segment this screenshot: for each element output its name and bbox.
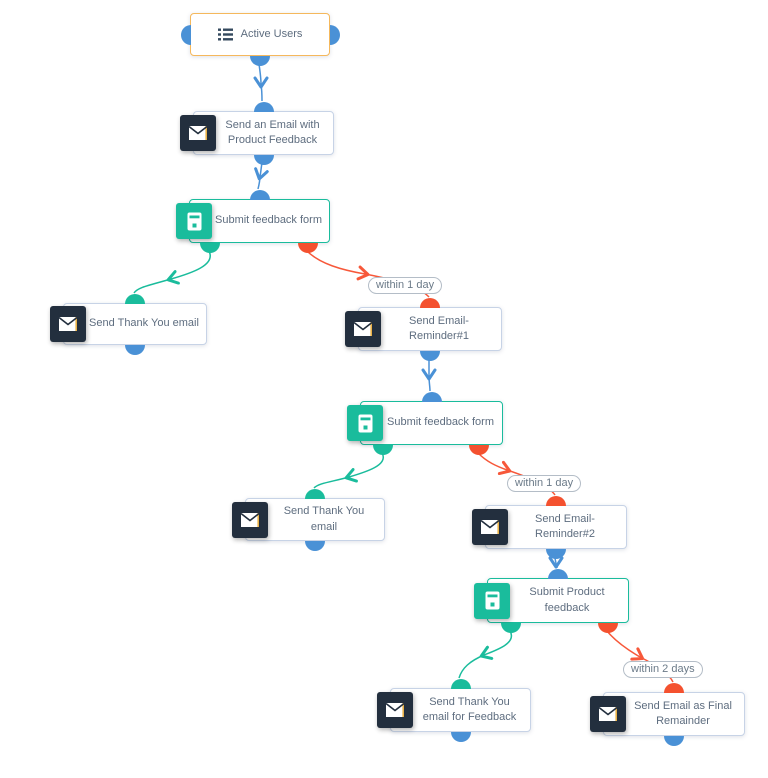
port-no[interactable]: [298, 242, 318, 253]
port-input[interactable]: [305, 488, 325, 499]
node-label: Submit feedback form: [215, 214, 322, 227]
edge-send-email-to-submit-form-1: [254, 162, 269, 190]
save-icon: [176, 203, 212, 239]
envelope-icon: [50, 306, 86, 342]
edge-submit-product-yes-thank-you: [458, 630, 513, 679]
node-send-thank-you-email-feedback[interactable]: Send Thank You email for Feedback: [377, 678, 531, 742]
envelope-icon: [232, 501, 268, 538]
port-output[interactable]: [125, 344, 145, 355]
node-label: Send Email-Reminder#1: [409, 314, 469, 342]
node-active-users[interactable]: Active Users: [180, 13, 340, 66]
edge-submit-form-1-yes-thank-you: [133, 250, 211, 294]
port-output[interactable]: [253, 154, 274, 165]
envelope-icon: [180, 115, 216, 151]
port-output[interactable]: [420, 350, 440, 361]
edge-submit-form-2-yes-thank-you: [313, 452, 385, 489]
port-input[interactable]: [125, 293, 145, 304]
port-output[interactable]: [546, 548, 566, 559]
edge-delay-label-3[interactable]: within 2 days: [623, 661, 703, 678]
edge-reminder1-to-submit-form-2: [421, 358, 437, 392]
node-label: Send an Email with Product Feedback: [225, 118, 320, 146]
node-submit-feedback-form-1[interactable]: Submit feedback form: [176, 189, 330, 253]
port-output[interactable]: [305, 540, 325, 551]
port-right[interactable]: [329, 24, 340, 45]
port-input[interactable]: [253, 101, 274, 112]
save-icon: [347, 405, 383, 441]
node-submit-product-feedback[interactable]: Submit Product feedback: [474, 568, 629, 633]
node-label: Send Thank You email: [89, 317, 199, 330]
node-send-thank-you-email-2[interactable]: Send Thank You email: [232, 488, 385, 551]
edge-active-users-to-send-email: [253, 63, 269, 102]
node-send-email-product-feedback[interactable]: Send an Email with Product Feedback: [180, 101, 334, 165]
port-input[interactable]: [450, 678, 471, 689]
node-submit-feedback-form-2[interactable]: Submit feedback form: [347, 391, 503, 455]
port-input[interactable]: [421, 391, 442, 402]
node-send-email-final-reminder[interactable]: Send Email as Final Remainder: [590, 682, 745, 746]
edge-reminder2-to-submit-product: [548, 556, 564, 569]
port-output[interactable]: [664, 735, 684, 746]
port-output[interactable]: [450, 731, 471, 742]
save-icon: [474, 582, 510, 619]
port-left[interactable]: [180, 24, 191, 45]
port-input[interactable]: [420, 297, 440, 308]
port-input[interactable]: [548, 568, 568, 579]
port-input[interactable]: [546, 495, 566, 506]
port-yes[interactable]: [501, 622, 521, 633]
envelope-icon: [345, 311, 381, 347]
port-output[interactable]: [250, 55, 270, 66]
port-input[interactable]: [664, 682, 684, 693]
node-label: Submit Product feedback: [529, 586, 605, 614]
port-no[interactable]: [469, 444, 489, 455]
envelope-icon: [377, 692, 413, 728]
node-label: Send Email-Reminder#2: [535, 512, 595, 540]
node-label: Submit feedback form: [387, 416, 494, 429]
node-send-email-reminder-2[interactable]: Send Email-Reminder#2: [472, 495, 627, 559]
node-label: Send Thank You email for Feedback: [422, 695, 517, 723]
node-send-email-reminder-1[interactable]: Send Email-Reminder#1: [345, 297, 502, 361]
edge-delay-label-2[interactable]: within 1 day: [507, 475, 582, 492]
port-yes[interactable]: [373, 444, 393, 455]
node-send-thank-you-email-1[interactable]: Send Thank You email: [50, 293, 207, 355]
port-yes[interactable]: [200, 242, 220, 253]
node-label: Active Users: [240, 27, 303, 40]
node-label: Send Thank You email: [283, 505, 365, 533]
envelope-icon: [472, 509, 508, 545]
port-no[interactable]: [598, 622, 618, 633]
edge-delay-label-1[interactable]: within 1 day: [368, 277, 443, 294]
envelope-icon: [590, 696, 626, 732]
node-label: Send Email as Final Remainder: [634, 699, 732, 727]
list-icon: [217, 28, 233, 41]
port-input[interactable]: [249, 189, 270, 200]
